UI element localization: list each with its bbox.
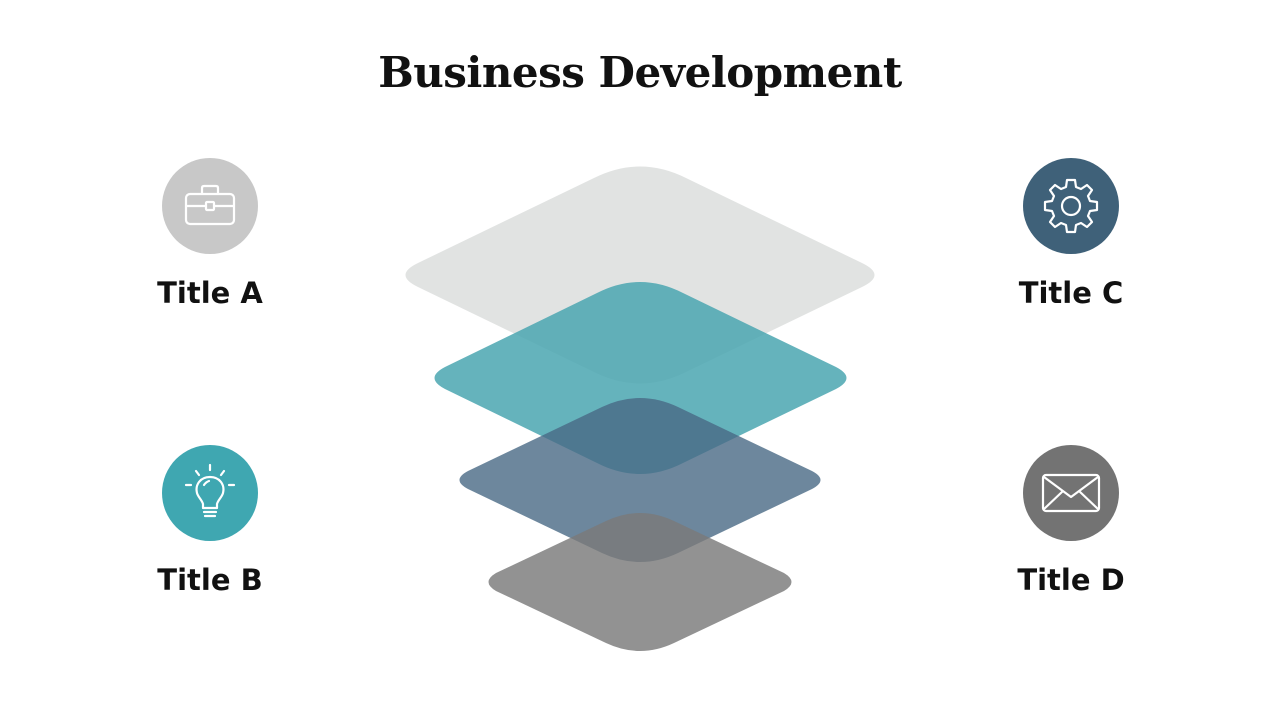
item-label-d: Title D xyxy=(1017,563,1125,597)
item-label-b: Title B xyxy=(157,563,263,597)
gear-icon xyxy=(1043,178,1099,234)
layer-second xyxy=(434,282,847,474)
slide-title: Business Development xyxy=(378,48,902,97)
item-title-c: Title C xyxy=(991,158,1151,310)
item-label-c: Title C xyxy=(1018,276,1124,310)
envelope-icon-circle xyxy=(1023,445,1119,541)
item-label-a: Title A xyxy=(157,276,263,310)
briefcase-icon-circle xyxy=(162,158,258,254)
lightbulb-icon xyxy=(184,463,236,518)
item-title-b: Title B xyxy=(130,445,290,597)
briefcase-icon xyxy=(184,184,236,226)
layer-third xyxy=(459,398,821,562)
item-title-a: Title A xyxy=(130,158,290,310)
envelope-icon xyxy=(1041,473,1101,513)
gear-icon-circle xyxy=(1023,158,1119,254)
lightbulb-icon-circle xyxy=(162,445,258,541)
item-title-d: Title D xyxy=(991,445,1151,597)
layer-bottom xyxy=(488,513,792,651)
